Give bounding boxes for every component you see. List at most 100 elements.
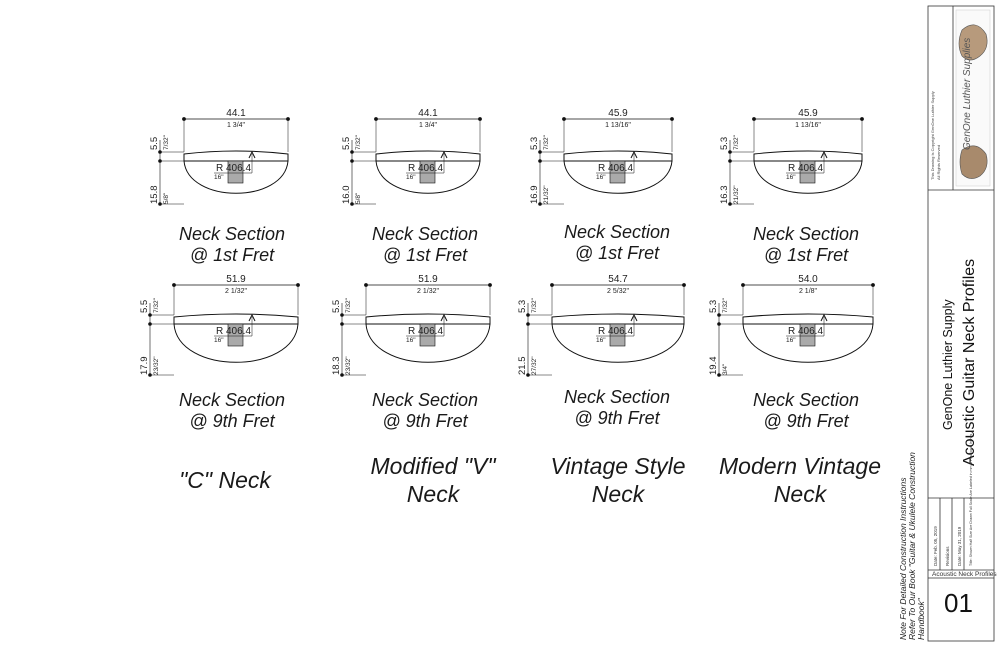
dimension-dot <box>182 117 186 121</box>
top-thickness-in: 7/32" <box>345 297 352 313</box>
dimension-dot <box>717 322 721 326</box>
dimension-dot <box>871 283 875 287</box>
radius-labels: R 406.416" <box>406 163 443 181</box>
radius-labels: R 406.416" <box>596 326 633 344</box>
drawing-title: Acoustic Guitar Neck Profiles <box>961 259 978 466</box>
fingerboard-outline <box>753 150 863 162</box>
fingerboard-outline <box>551 313 685 325</box>
radius-labels: R 406.416" <box>786 326 823 344</box>
depth-mm: 15.8 <box>149 186 160 205</box>
top-thickness-mm: 5.3 <box>719 137 730 150</box>
truss-rod <box>419 160 436 184</box>
radius-arrow <box>630 150 638 159</box>
dimension-dot <box>158 159 162 163</box>
caption-1st-fret-vintage: Neck Section@ 1st Fret <box>563 222 671 263</box>
depth-in: 27/32" <box>531 356 538 375</box>
radius-arrow <box>440 150 448 159</box>
dimension-labels: 54.72 5/32" <box>607 274 629 295</box>
top-thickness-in: 7/32" <box>722 297 729 313</box>
caption-1st-fret-v: Neck Section@ 1st Fret <box>371 224 479 265</box>
dimension-dot <box>670 117 674 121</box>
neck-profile-ninth-2 <box>526 283 686 377</box>
width-mm-label: 44.1 <box>418 108 438 119</box>
logo-text: GenOne Luthier Supplies <box>962 38 973 150</box>
neck-back-curve <box>183 160 289 194</box>
dimension-dot <box>158 202 162 206</box>
fine-print: This Drawing Is Copyright GenOne Luthier… <box>930 91 941 180</box>
radius-in-label: 16" <box>596 174 606 181</box>
depth-in: 5/8" <box>355 192 362 204</box>
truss-rod <box>609 323 626 347</box>
neck-profile-ninth-1 <box>340 283 492 377</box>
radius-leader <box>786 317 825 337</box>
dimension-dot <box>148 373 152 377</box>
caption-1st-fret-modern: Neck Section@ 1st Fret <box>752 224 860 265</box>
dimension-dot <box>286 117 290 121</box>
caption-9th-fret-v: Neck Section@ 9th Fret <box>371 390 479 431</box>
dimension-dot <box>728 202 732 206</box>
dimension-dot <box>350 159 354 163</box>
radius-arrow <box>440 313 448 322</box>
caption-1st-fret-c: Neck Section@ 1st Fret <box>178 224 286 265</box>
title-block-frame <box>927 5 995 642</box>
dimension-dot <box>717 313 721 317</box>
top-thickness-in: 7/32" <box>355 134 362 150</box>
fingerboard-outline <box>742 313 874 325</box>
top-thickness-mm: 5.5 <box>341 137 352 150</box>
depth-mm: 16.9 <box>529 186 540 205</box>
title-block <box>927 5 995 642</box>
dimension-dot <box>340 313 344 317</box>
top-thickness-mm: 5.3 <box>517 300 528 313</box>
svg-text:This Drawing Is Copyright GenO: This Drawing Is Copyright GenOne Luthier… <box>930 91 935 180</box>
width-mm-label: 54.7 <box>608 274 628 285</box>
dimension-labels: 51.9 2 1/32" <box>417 274 439 295</box>
width-in-label: 2 1/32" <box>417 288 439 295</box>
radius-label: R 406.4 <box>598 163 633 174</box>
depth-in: 23/32" <box>153 356 160 375</box>
width-in-label: 1 3/4" <box>227 122 246 129</box>
dimension-dot <box>682 283 686 287</box>
dimension-dot <box>350 150 354 154</box>
neck-back-curve <box>563 160 673 194</box>
neck-back-curve <box>551 323 685 363</box>
dimension-labels: 44.11 3/4" <box>226 108 246 129</box>
depth-in: 21/32" <box>733 185 740 204</box>
width-in-label: 1 13/16" <box>795 122 821 129</box>
radius-leader <box>214 154 253 174</box>
fingerboard-outline <box>365 313 491 325</box>
width-mm-label: 51.9 <box>418 274 438 285</box>
depth-mm: 19.4 <box>708 357 719 376</box>
depth-in: 5/8" <box>163 192 170 204</box>
radius-leader <box>214 317 253 337</box>
dimension-dot <box>526 373 530 377</box>
radius-arrow <box>248 313 256 322</box>
width-mm-label: 45.9 <box>798 108 818 119</box>
radius-arrow <box>820 150 828 159</box>
radius-in-label: 16" <box>214 337 224 344</box>
radius-in-label: 16" <box>786 174 796 181</box>
depth-in: 21/32" <box>543 185 550 204</box>
depth-in: 23/32" <box>345 356 352 375</box>
neck-back-curve <box>742 323 874 363</box>
dimension-labels: 44.11 3/4" <box>418 108 438 129</box>
width-mm-label: 54.0 <box>798 274 818 285</box>
radius-labels: R 406.416" <box>786 163 823 181</box>
top-thickness-in: 7/32" <box>543 134 550 150</box>
radius-in-label: 16" <box>596 337 606 344</box>
note-line-1: Note For Detailed Construction Instructi… <box>898 477 908 640</box>
radius-arrow <box>630 313 638 322</box>
dimension-dot <box>728 150 732 154</box>
depth-in: 3/4" <box>722 363 729 375</box>
top-thickness-mm: 5.5 <box>331 300 342 313</box>
dimension-dot <box>741 283 745 287</box>
depth-mm: 17.9 <box>139 357 150 376</box>
radius-labels: R 406.416" <box>596 163 633 181</box>
dimension-dot <box>172 283 176 287</box>
dimension-dot <box>364 283 368 287</box>
dimension-dot <box>148 313 152 317</box>
dimension-dot <box>550 283 554 287</box>
